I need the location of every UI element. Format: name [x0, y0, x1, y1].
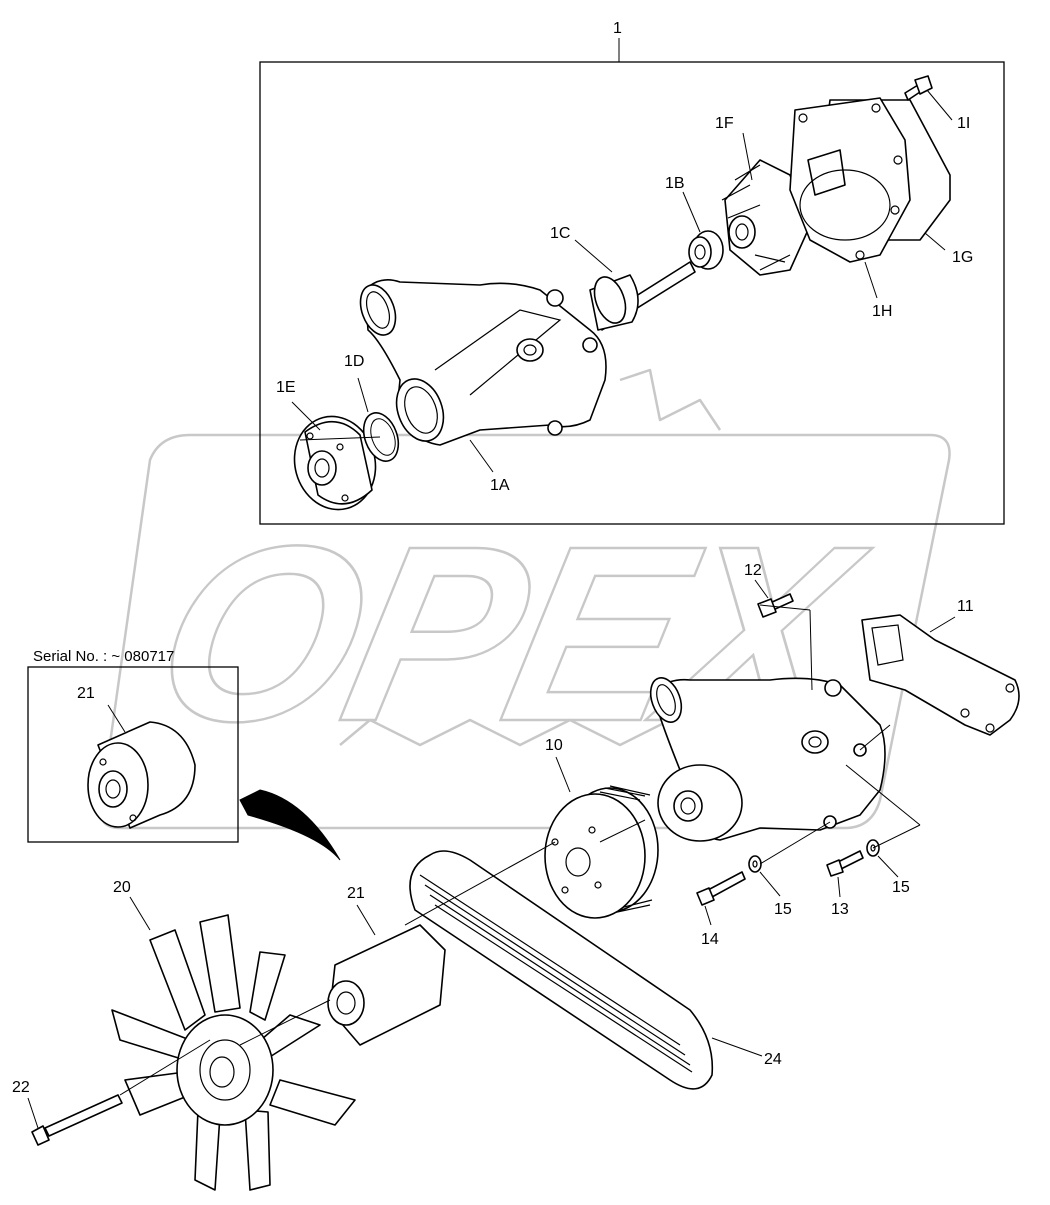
callout-1G: 1G — [952, 249, 973, 266]
callout-21: 21 — [347, 885, 365, 902]
part-24-belt — [409, 850, 714, 1090]
part-12-bolt — [757, 593, 794, 618]
callout-1C: 1C — [550, 225, 570, 242]
assembly-1-frame — [259, 61, 1005, 525]
part-1A-pump-body — [359, 279, 607, 446]
callout-1A: 1A — [490, 477, 510, 494]
callout-1: 1 — [613, 20, 622, 37]
part-21-spacer — [327, 924, 446, 1046]
callout-12: 12 — [744, 562, 762, 579]
callout-1E: 1E — [276, 379, 296, 396]
callout-21-inset: 21 — [77, 685, 95, 702]
callout-1F: 1F — [715, 115, 734, 132]
part-11-gasket — [861, 614, 1020, 736]
inset-arrow — [239, 789, 341, 861]
part-15-washer-a — [748, 855, 762, 873]
callout-15-right: 15 — [892, 879, 910, 896]
leader-lines — [27, 89, 956, 1129]
callout-13: 13 — [831, 901, 849, 918]
part-14-bolt — [696, 871, 746, 906]
part-1D-snap-ring — [362, 412, 400, 462]
part-20-fan — [111, 914, 356, 1191]
callout-14: 14 — [701, 931, 719, 948]
callout-24: 24 — [764, 1051, 782, 1068]
callout-labels: 1 1I 1F 1B 1C 1G 1H 1D 1E 1A 12 11 10 21… — [12, 20, 974, 1096]
callout-1H: 1H — [872, 303, 892, 320]
part-lower-pump-body — [649, 677, 886, 842]
callout-11: 11 — [957, 598, 974, 615]
part-1C-shaft — [589, 261, 696, 331]
callout-1B: 1B — [665, 175, 685, 192]
part-10-pulley — [544, 785, 659, 919]
part-13-bolt — [826, 850, 864, 877]
callout-10: 10 — [545, 737, 563, 754]
part-1F-impeller — [721, 159, 809, 276]
part-1B-seal — [688, 230, 724, 270]
serial-box-frame — [27, 666, 239, 843]
callout-1I: 1I — [957, 115, 970, 132]
part-1I-bolt — [904, 75, 933, 101]
callout-1D: 1D — [344, 353, 364, 370]
callout-15-left: 15 — [774, 901, 792, 918]
callout-22: 22 — [12, 1079, 30, 1096]
part-21-spacer-inset — [87, 721, 196, 829]
callout-20: 20 — [113, 879, 131, 896]
part-22-bolt — [31, 1094, 123, 1146]
serial-number-note: Serial No. : ~ 080717 — [33, 648, 174, 665]
part-1H-plate — [789, 97, 911, 263]
